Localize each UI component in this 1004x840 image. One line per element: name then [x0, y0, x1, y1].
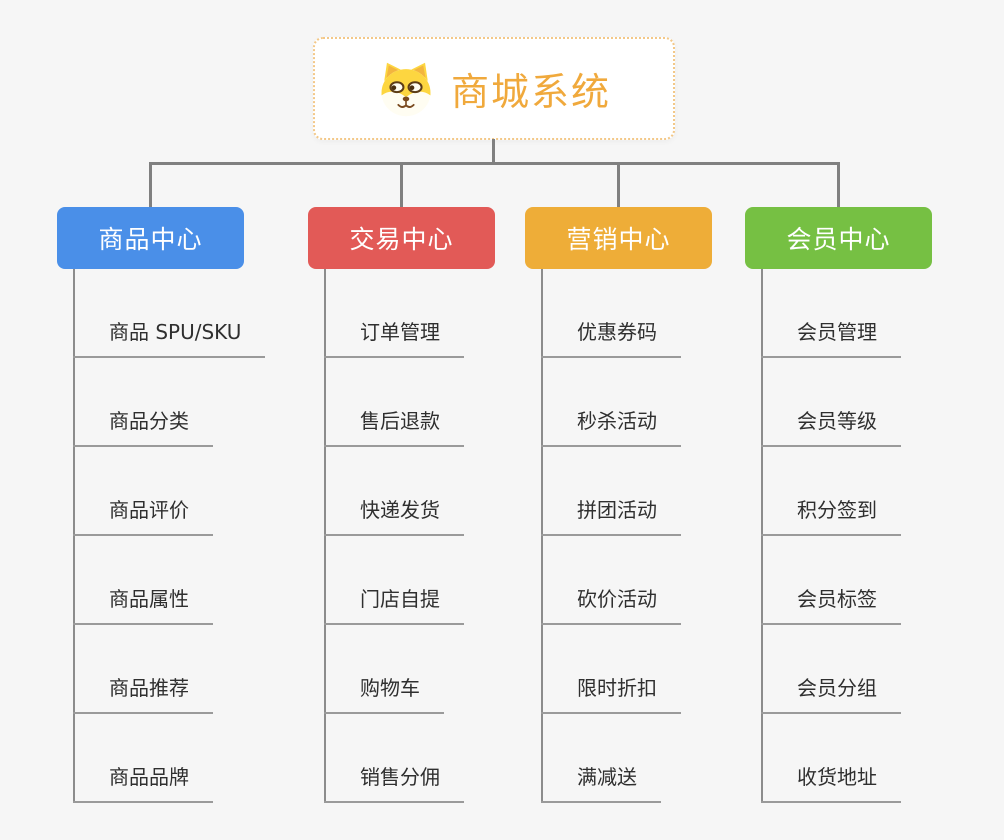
leaf-node[interactable]: 销售分佣	[324, 763, 464, 803]
root-node-title: 商城系统	[450, 70, 611, 114]
branch-node-member-center[interactable]: 会员中心	[745, 207, 932, 269]
leaf-node[interactable]: 会员管理	[761, 318, 901, 358]
root-node-mall-system[interactable]: 商城系统	[313, 37, 675, 140]
branch-children-marketing-center: 优惠券码 秒杀活动 拼团活动 砍价活动 限时折扣 满减送	[541, 269, 681, 803]
shiba-dog-icon	[377, 60, 435, 118]
leaf-node[interactable]: 商品品牌	[73, 763, 213, 803]
leaf-node[interactable]: 售后退款	[324, 407, 464, 447]
leaf-node[interactable]: 优惠券码	[541, 318, 681, 358]
branch-label: 营销中心	[566, 225, 671, 254]
leaf-node[interactable]: 商品推荐	[73, 674, 213, 714]
leaf-node[interactable]: 秒杀活动	[541, 407, 681, 447]
leaf-node[interactable]: 快递发货	[324, 496, 464, 536]
branch-label: 商品中心	[98, 225, 203, 254]
branch-node-product-center[interactable]: 商品中心	[57, 207, 244, 269]
leaf-node[interactable]: 会员标签	[761, 585, 901, 625]
leaf-node[interactable]: 限时折扣	[541, 674, 681, 714]
connector-drop-products	[149, 162, 152, 209]
branch-children-member-center: 会员管理 会员等级 积分签到 会员标签 会员分组 收货地址	[761, 269, 901, 803]
branch-children-trade-center: 订单管理 售后退款 快递发货 门店自提 购物车 销售分佣	[324, 269, 464, 803]
leaf-node[interactable]: 收货地址	[761, 763, 901, 803]
leaf-node[interactable]: 商品 SPU/SKU	[73, 318, 266, 358]
leaf-node[interactable]: 拼团活动	[541, 496, 681, 536]
branch-node-trade-center[interactable]: 交易中心	[308, 207, 495, 269]
leaf-node[interactable]: 积分签到	[761, 496, 901, 536]
leaf-node[interactable]: 门店自提	[324, 585, 464, 625]
leaf-node[interactable]: 商品评价	[73, 496, 213, 536]
leaf-node[interactable]: 满减送	[541, 763, 661, 803]
leaf-node[interactable]: 购物车	[324, 674, 444, 714]
connector-drop-marketing	[617, 162, 620, 209]
connector-drop-members	[837, 162, 840, 209]
leaf-node[interactable]: 会员分组	[761, 674, 901, 714]
branch-children-product-center: 商品 SPU/SKU 商品分类 商品评价 商品属性 商品推荐 商品品牌	[73, 269, 266, 803]
leaf-node[interactable]: 商品属性	[73, 585, 213, 625]
leaf-node[interactable]: 会员等级	[761, 407, 901, 447]
branch-node-marketing-center[interactable]: 营销中心	[525, 207, 712, 269]
branch-label: 交易中心	[349, 225, 454, 254]
connector-root-stem	[492, 139, 495, 164]
branch-label: 会员中心	[786, 225, 891, 254]
leaf-node[interactable]: 砍价活动	[541, 585, 681, 625]
leaf-node[interactable]: 订单管理	[324, 318, 464, 358]
connector-drop-trade	[400, 162, 403, 209]
leaf-node[interactable]: 商品分类	[73, 407, 213, 447]
connector-horizontal-rail	[149, 162, 840, 165]
